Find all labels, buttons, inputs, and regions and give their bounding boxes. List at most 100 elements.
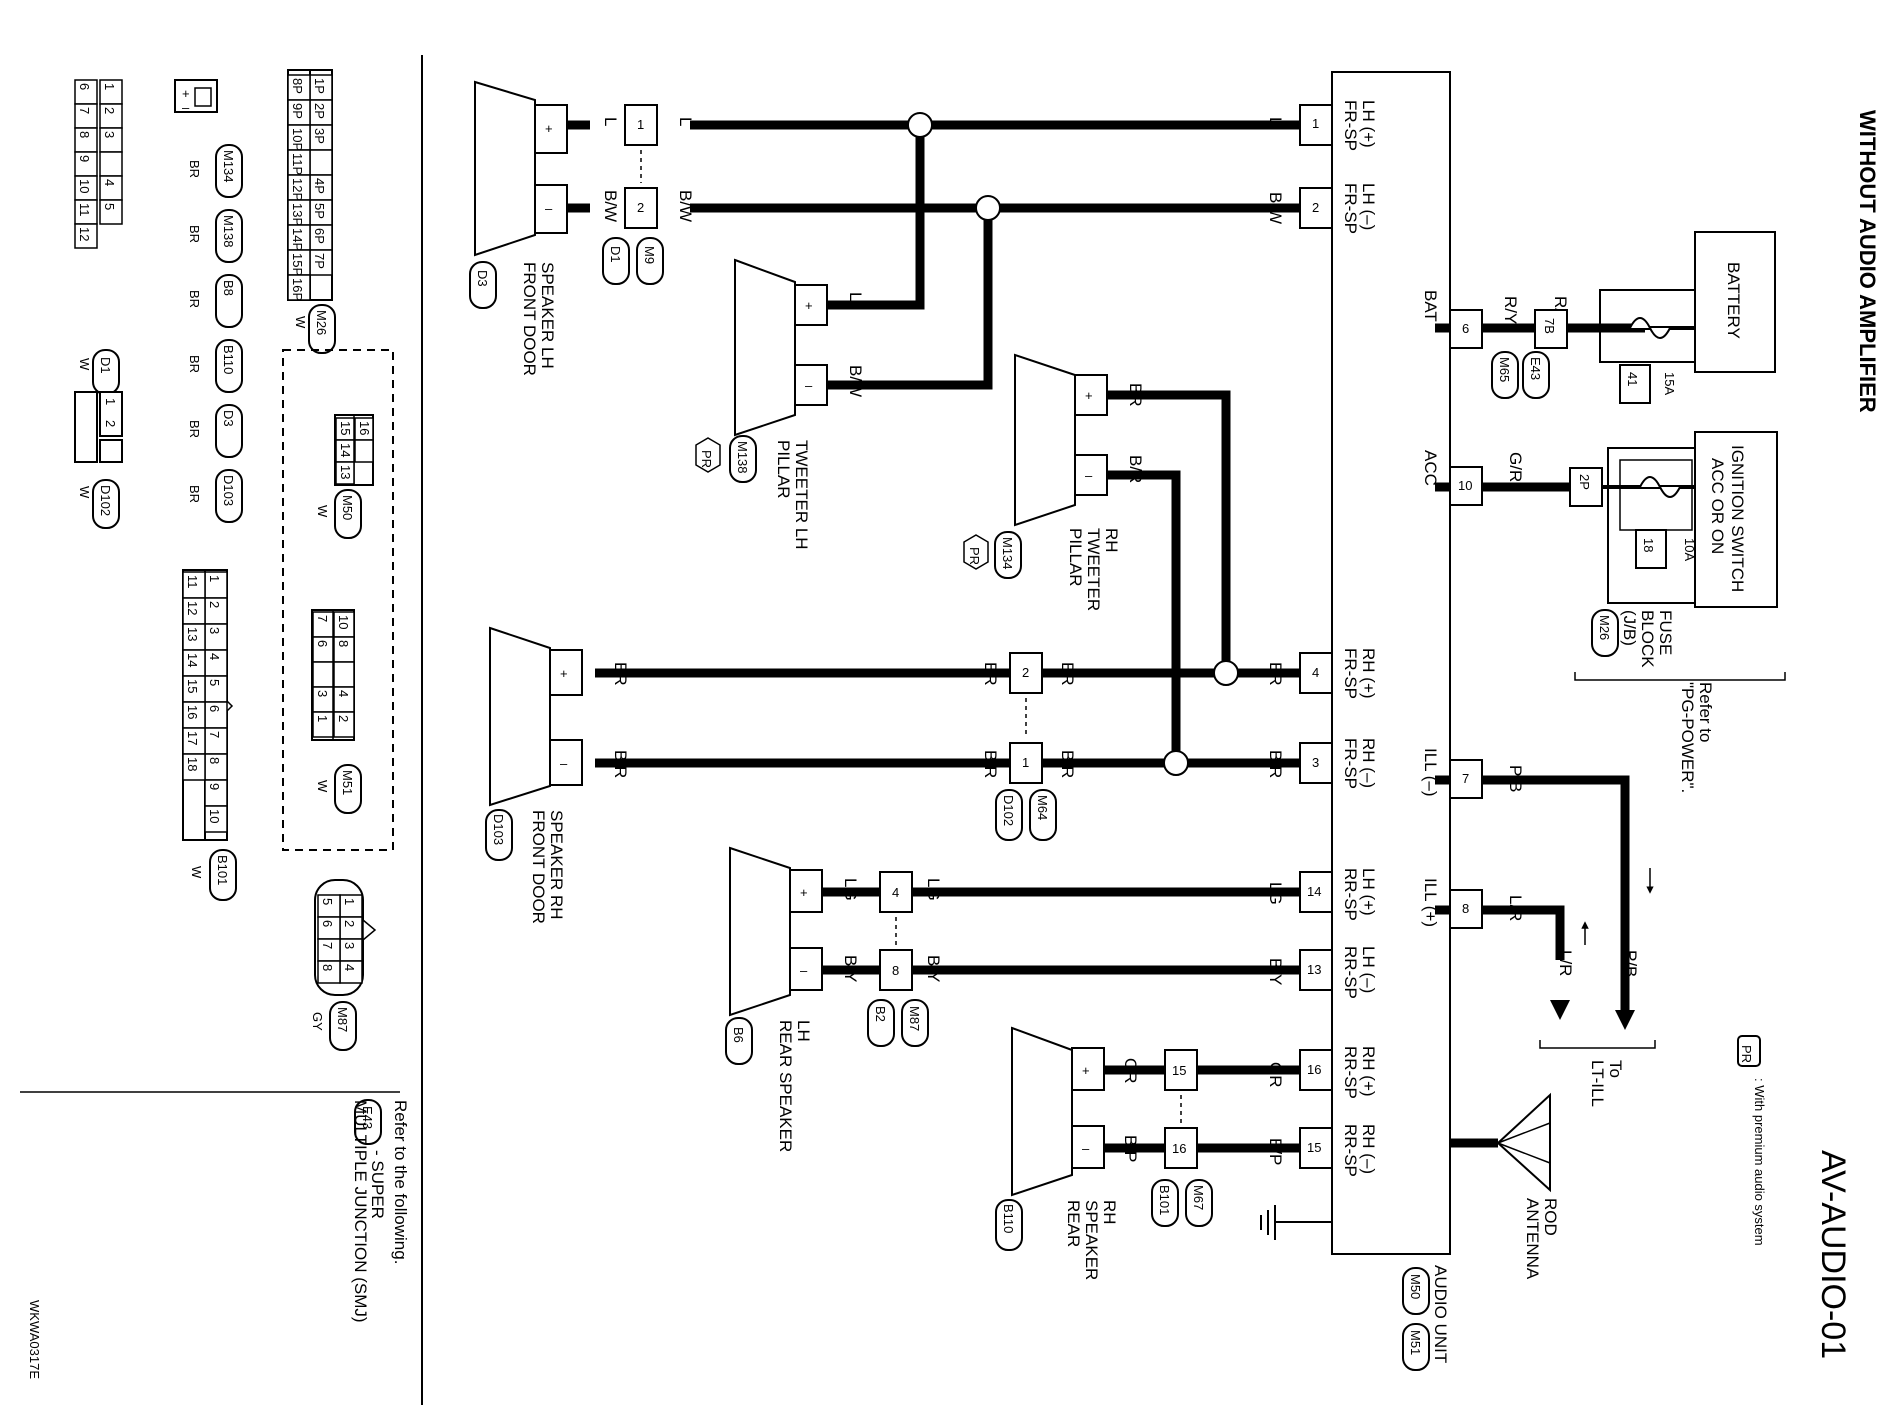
svg-text:BR: BR [1266, 662, 1285, 686]
svg-text:2: 2 [637, 200, 644, 215]
svg-text:BLOCK: BLOCK [1638, 610, 1657, 668]
svg-text:B101: B101 [1157, 1185, 1172, 1215]
svg-text:RH (+): RH (+) [1359, 648, 1378, 699]
svg-text:B/W: B/W [676, 190, 695, 222]
connector-cell [335, 461, 355, 485]
connector-pin-number: 13 [185, 627, 200, 641]
connector-code: B8 [221, 280, 236, 296]
connector-cell [312, 661, 334, 688]
svg-text:M9: M9 [642, 246, 657, 264]
connector-pin-number: 13P [290, 203, 305, 226]
svg-text:B/R: B/R [611, 750, 630, 778]
svg-text:10: 10 [1458, 478, 1472, 493]
svg-text:L/R: L/R [1506, 895, 1525, 921]
svg-text:L: L [1266, 117, 1285, 126]
svg-text:PR: PR [1739, 1045, 1754, 1063]
svg-text:M134: M134 [1000, 537, 1015, 570]
svg-text:B/Y: B/Y [924, 955, 943, 982]
connector-pin-number: 8 [207, 757, 222, 764]
svg-text:FRONT DOOR: FRONT DOOR [529, 810, 548, 924]
connector-pin-number: 4P [312, 178, 327, 194]
svg-text:TWEETER: TWEETER [1084, 528, 1103, 611]
connector-cell [99, 151, 123, 177]
svg-text:+: + [545, 121, 553, 136]
connector-cell [287, 274, 311, 301]
svg-text:2: 2 [1312, 200, 1319, 215]
svg-text:BATTERY: BATTERY [1724, 262, 1743, 339]
svg-text:LH (+): LH (+) [1359, 868, 1378, 916]
connector-code: M134 [221, 150, 236, 183]
connector-pin-number: 4 [336, 690, 351, 697]
junction-m64-d102: 2 1 BR B/R BR B/R M64 D102 [981, 652, 1077, 841]
svg-text:D1: D1 [98, 357, 113, 374]
connector-pin-number: 16 [357, 421, 372, 435]
junction-m67-b101: 15 16 M67 B101 [1104, 1049, 1213, 1227]
svg-text:SPEAKER: SPEAKER [1082, 1200, 1101, 1280]
connector-pin-number: 10 [336, 615, 351, 629]
svg-text:LT-ILL: LT-ILL [1588, 1060, 1607, 1107]
connector-pin-number: 12P [290, 178, 305, 201]
connector-pin-number: 11 [185, 575, 200, 589]
connector-pin-number: 11P [290, 153, 305, 175]
svg-text:BR: BR [611, 662, 630, 686]
svg-text:LH (–): LH (–) [1359, 946, 1378, 993]
svg-text:+: + [1082, 1063, 1090, 1078]
svg-text:(J/B): (J/B) [1620, 610, 1639, 646]
doc-code: WKWA0317E [27, 1300, 42, 1379]
connector-view-d102: 1 2 D102 W [74, 391, 123, 529]
connector-pin-number: 2 [207, 601, 222, 608]
svg-text:M26: M26 [314, 310, 329, 335]
connector-pin-number: 7 [77, 107, 92, 114]
connector-pin-number: 1 [102, 83, 117, 90]
svg-text:B/R: B/R [1126, 455, 1145, 483]
svg-text:ANTENNA: ANTENNA [1523, 1198, 1542, 1280]
connector-pin-number: 3 [207, 627, 222, 634]
svg-text:W: W [77, 358, 92, 371]
svg-text:AV-AUDIO-01: AV-AUDIO-01 [1814, 1150, 1852, 1359]
connector-pin-number: 8P [290, 78, 305, 94]
connector-pin-number: 5 [102, 203, 117, 210]
connector-pin-number: 11 [77, 203, 92, 217]
premium-connector-box [282, 349, 394, 851]
svg-text:8: 8 [892, 963, 899, 978]
connector-pin-number: 3P [312, 128, 327, 144]
svg-text:D1: D1 [608, 246, 623, 263]
svg-text:7: 7 [1462, 771, 1469, 786]
svg-text:+: + [805, 298, 813, 313]
connector-code: B110 [221, 345, 236, 374]
svg-text:BR: BR [1058, 662, 1077, 686]
svg-text:+: + [1085, 388, 1093, 403]
audio-unit-label: AUDIO UNIT [1431, 1265, 1450, 1363]
connector-pin-number: 7 [315, 615, 330, 622]
ignition-switch: IGNITION SWITCH ACC OR ON [1694, 431, 1778, 608]
svg-text:–: – [805, 378, 813, 393]
connector-cell [312, 711, 334, 738]
svg-text:B6: B6 [731, 1027, 746, 1043]
svg-text:B/Y: B/Y [1266, 958, 1285, 985]
svg-text:B/R: B/R [1266, 750, 1285, 778]
svg-text:M65: M65 [1497, 357, 1512, 382]
connector-pin-number: 3 [102, 131, 117, 138]
svg-text:WKWA0317E: WKWA0317E [27, 1300, 42, 1379]
svg-text:4: 4 [892, 885, 899, 900]
svg-text:SPEAKER RH: SPEAKER RH [547, 810, 566, 920]
splices [907, 112, 1239, 776]
audio-unit-connector-1: M50 [1402, 1267, 1430, 1315]
connector-pin-number: 16P [290, 278, 305, 301]
svg-text:L: L [676, 117, 695, 126]
connector-cell [99, 199, 123, 225]
connector-pin-number: 6P [312, 228, 327, 244]
connector-pin-number: 17 [185, 731, 200, 745]
svg-text:B2: B2 [873, 1006, 888, 1022]
svg-text:B101: B101 [215, 855, 230, 885]
svg-text:6: 6 [1462, 321, 1469, 336]
connector-pin-number: 2 [342, 920, 357, 927]
svg-text:Refer to the following.: Refer to the following. [391, 1100, 410, 1264]
